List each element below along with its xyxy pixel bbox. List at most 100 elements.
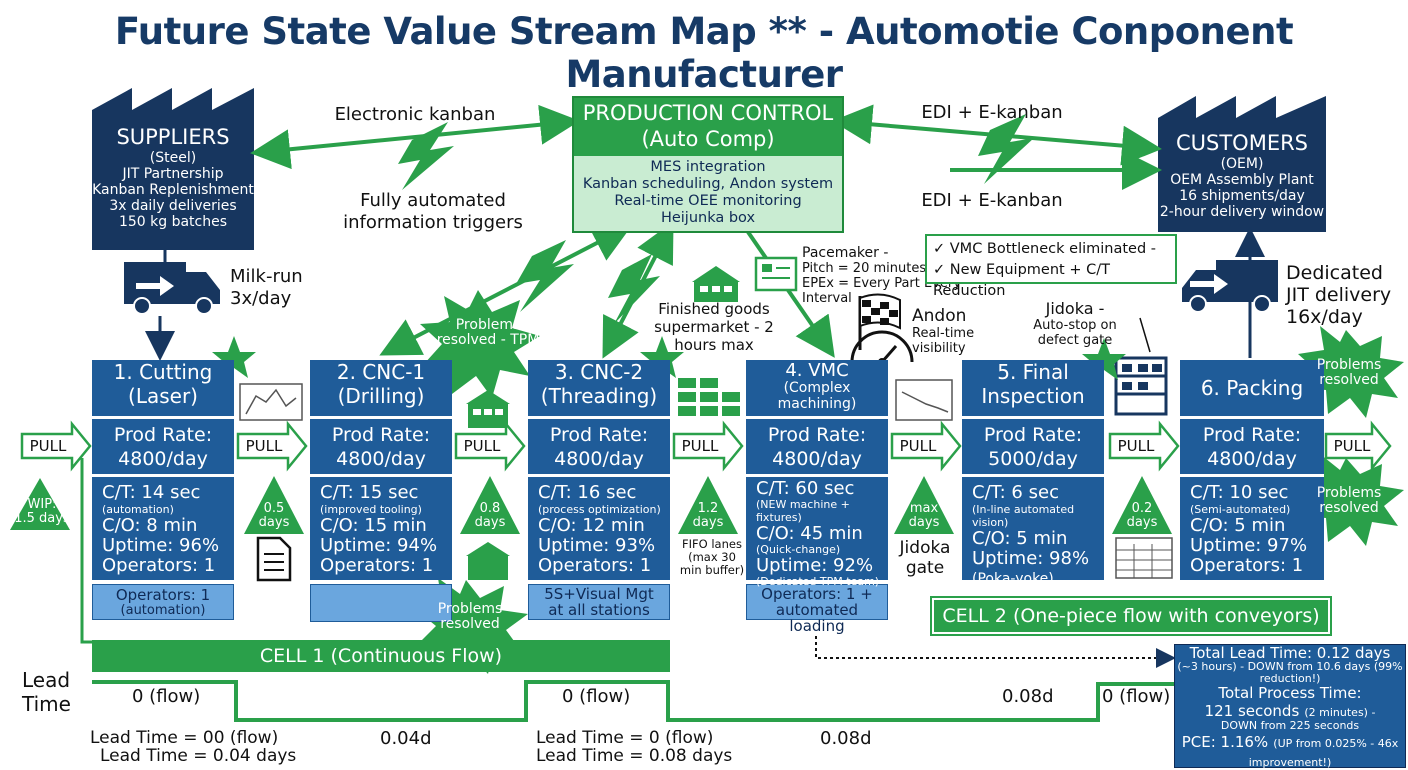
timeline-value: 0 (flow): [1102, 686, 1171, 707]
pull-label: PULL: [1117, 437, 1155, 455]
process-ct-note: (improved tooling): [320, 503, 422, 516]
lightning-icon: [516, 240, 574, 312]
suppliers-sub: (Steel): [149, 150, 197, 166]
process-foot-sub: at all stations: [548, 601, 650, 619]
inventory-label: max days: [898, 502, 950, 530]
star-resolved-label: Problems resolved: [1316, 485, 1382, 516]
process-box-cutting: 1. Cutting (Laser) Prod Rate: 4800/day C…: [92, 360, 234, 620]
process-uptime: Uptime: 92%: [756, 555, 874, 576]
process-title: 5. Final: [997, 360, 1069, 384]
inventory-label: WIP: 1.5 days: [12, 498, 72, 526]
process-uptime: Uptime: 94%: [320, 535, 438, 556]
process-uptime: Uptime: 93%: [538, 535, 656, 556]
process-rate: 4800/day: [772, 448, 862, 470]
summary-process-val: 121 seconds: [1204, 702, 1300, 720]
process-ct-note: (Semi-automated): [1190, 503, 1291, 516]
vmc-note-line: ✓ New Equipment + C/T Reduction: [933, 262, 1110, 299]
summary-lead: Total Lead Time: 0.12 days: [1189, 644, 1391, 662]
process-foot-sub: automated loading: [775, 601, 859, 635]
jidoka-label: Jidoka - Auto-stop on defect gate: [1020, 299, 1130, 349]
andon-sub: Real-time visibility: [912, 326, 975, 356]
andon-title: Andon: [912, 306, 967, 326]
process-sub: Inspection: [981, 384, 1085, 408]
pull-arrow: [1108, 420, 1180, 472]
jidoka-title: Jidoka -: [1045, 299, 1105, 318]
process-ct-note: (NEW machine + fixtures): [756, 498, 850, 524]
process-operators: (Poka-yoke): [972, 571, 1054, 587]
suppliers-line: 150 kg batches: [118, 214, 228, 230]
process-sub: (Laser): [128, 384, 198, 408]
cell-2-bar: CELL 2 (One-piece flow with conveyors): [930, 596, 1332, 636]
process-rate-label: Prod Rate:: [331, 424, 431, 446]
pc-line: Heijunka box: [660, 210, 756, 226]
inventory-line: 0.5: [263, 501, 285, 516]
process-box-vmc: 4. VMC (Complex machining) Prod Rate: 48…: [746, 360, 888, 634]
pacemaker-box: Pacemaker - Pitch = 20 minutes EPEx = Ev…: [802, 246, 1012, 307]
inventory-line: days: [1126, 515, 1158, 530]
process-co: C/O: 12 min: [538, 515, 645, 536]
finished-goods-rack-icon: [678, 378, 740, 416]
finished-goods-label: Finished goods supermarket - 2 hours max: [654, 300, 774, 354]
process-rate: 4800/day: [1207, 448, 1297, 470]
starburst-tpm: [420, 290, 540, 398]
inventory-line: days: [258, 515, 290, 530]
inventory-line: days: [474, 515, 506, 530]
suppliers-factory-icon: [92, 88, 254, 250]
inventory-triangle: [460, 476, 520, 534]
process-box-cnc2: 3. CNC-2 (Threading) Prod Rate: 4800/day…: [528, 360, 670, 620]
process-rate: 5000/day: [988, 448, 1078, 470]
process-ct: C/T: 14 sec: [102, 482, 201, 503]
process-ct: C/T: 6 sec: [972, 482, 1059, 503]
process-title: 1. Cutting: [113, 360, 213, 384]
process-foot: Operators: 1 +: [761, 585, 873, 603]
customers-factory-icon: [1158, 96, 1326, 232]
summary-lead-sub: (~3 hours) - DOWN from 10.6 days (99% re…: [1177, 660, 1403, 685]
starburst-resolved: [1298, 326, 1404, 418]
inventory-line: days: [908, 515, 940, 530]
cell-1-bar: CELL 1 (Continuous Flow): [92, 640, 670, 672]
inventory-triangle: [244, 476, 304, 534]
customers-name: CUSTOMERS: [1175, 131, 1309, 155]
process-box-final-inspection: 5. Final Inspection Prod Rate: 5000/day …: [962, 360, 1104, 587]
pc-line: Real-time OEE monitoring: [614, 193, 802, 209]
customers-line: 2-hour delivery window: [1159, 204, 1325, 220]
inventory-line: 0.2: [1131, 501, 1153, 516]
process-title: 6. Packing: [1200, 376, 1304, 400]
process-co: C/O: 45 min: [756, 523, 863, 544]
vmc-note-box: ✓ VMC Bottleneck eliminated - ✓ New Equi…: [925, 234, 1177, 299]
process-ct-note: (In-line automated vision): [972, 503, 1075, 529]
inventory-line: days: [692, 515, 724, 530]
inventory-label: 0.5 days: [248, 502, 300, 530]
timeline-note: Lead Time = 0.08 days: [536, 746, 733, 766]
timeline-note: Lead Time = 0.04 days: [100, 746, 297, 766]
pull-label: PULL: [899, 437, 937, 455]
process-sub: (Drilling): [337, 384, 425, 408]
process-co: C/O: 15 min: [320, 515, 427, 536]
process-sub: (Threading): [540, 384, 658, 408]
starburst-resolved: [1298, 454, 1404, 546]
inventory-triangle: [10, 478, 70, 530]
inventory-line: 1.5 days: [14, 511, 70, 526]
star-resolved-label: Problems resolved: [437, 601, 503, 632]
suppliers-name: SUPPLIERS: [116, 125, 230, 149]
standard-work-chart-icon: [895, 379, 953, 421]
inventory-triangle: [678, 476, 738, 534]
process-ct: C/T: 15 sec: [320, 482, 419, 503]
process-ct-note: (process optimization): [538, 503, 661, 516]
lightning-icon: [978, 114, 1034, 184]
summary-process-val-sub: (2 minutes) -: [1304, 706, 1376, 719]
process-title: 2. CNC-1: [336, 360, 426, 384]
inventory-triangle: [1112, 476, 1172, 534]
vmc-note-line: ✓ VMC Bottleneck eliminated -: [933, 241, 1157, 257]
suppliers-line: Kanban Replenishment: [92, 182, 254, 198]
process-ct: C/T: 60 sec: [756, 478, 855, 499]
customers-box: CUSTOMERS (OEM) OEM Assembly Plant 16 sh…: [1154, 130, 1330, 220]
process-operators: Operators: 1: [538, 555, 652, 576]
timeline-note: Lead Time = 0 (flow): [536, 728, 714, 748]
standard-work-sheet-icon: [1115, 537, 1173, 579]
pull-label: PULL: [29, 437, 67, 455]
supermarket-icon: [466, 542, 510, 580]
process-co: C/O: 5 min: [1190, 515, 1286, 536]
pull-arrow: [454, 420, 526, 472]
process-rate-label: Prod Rate:: [1202, 424, 1302, 446]
